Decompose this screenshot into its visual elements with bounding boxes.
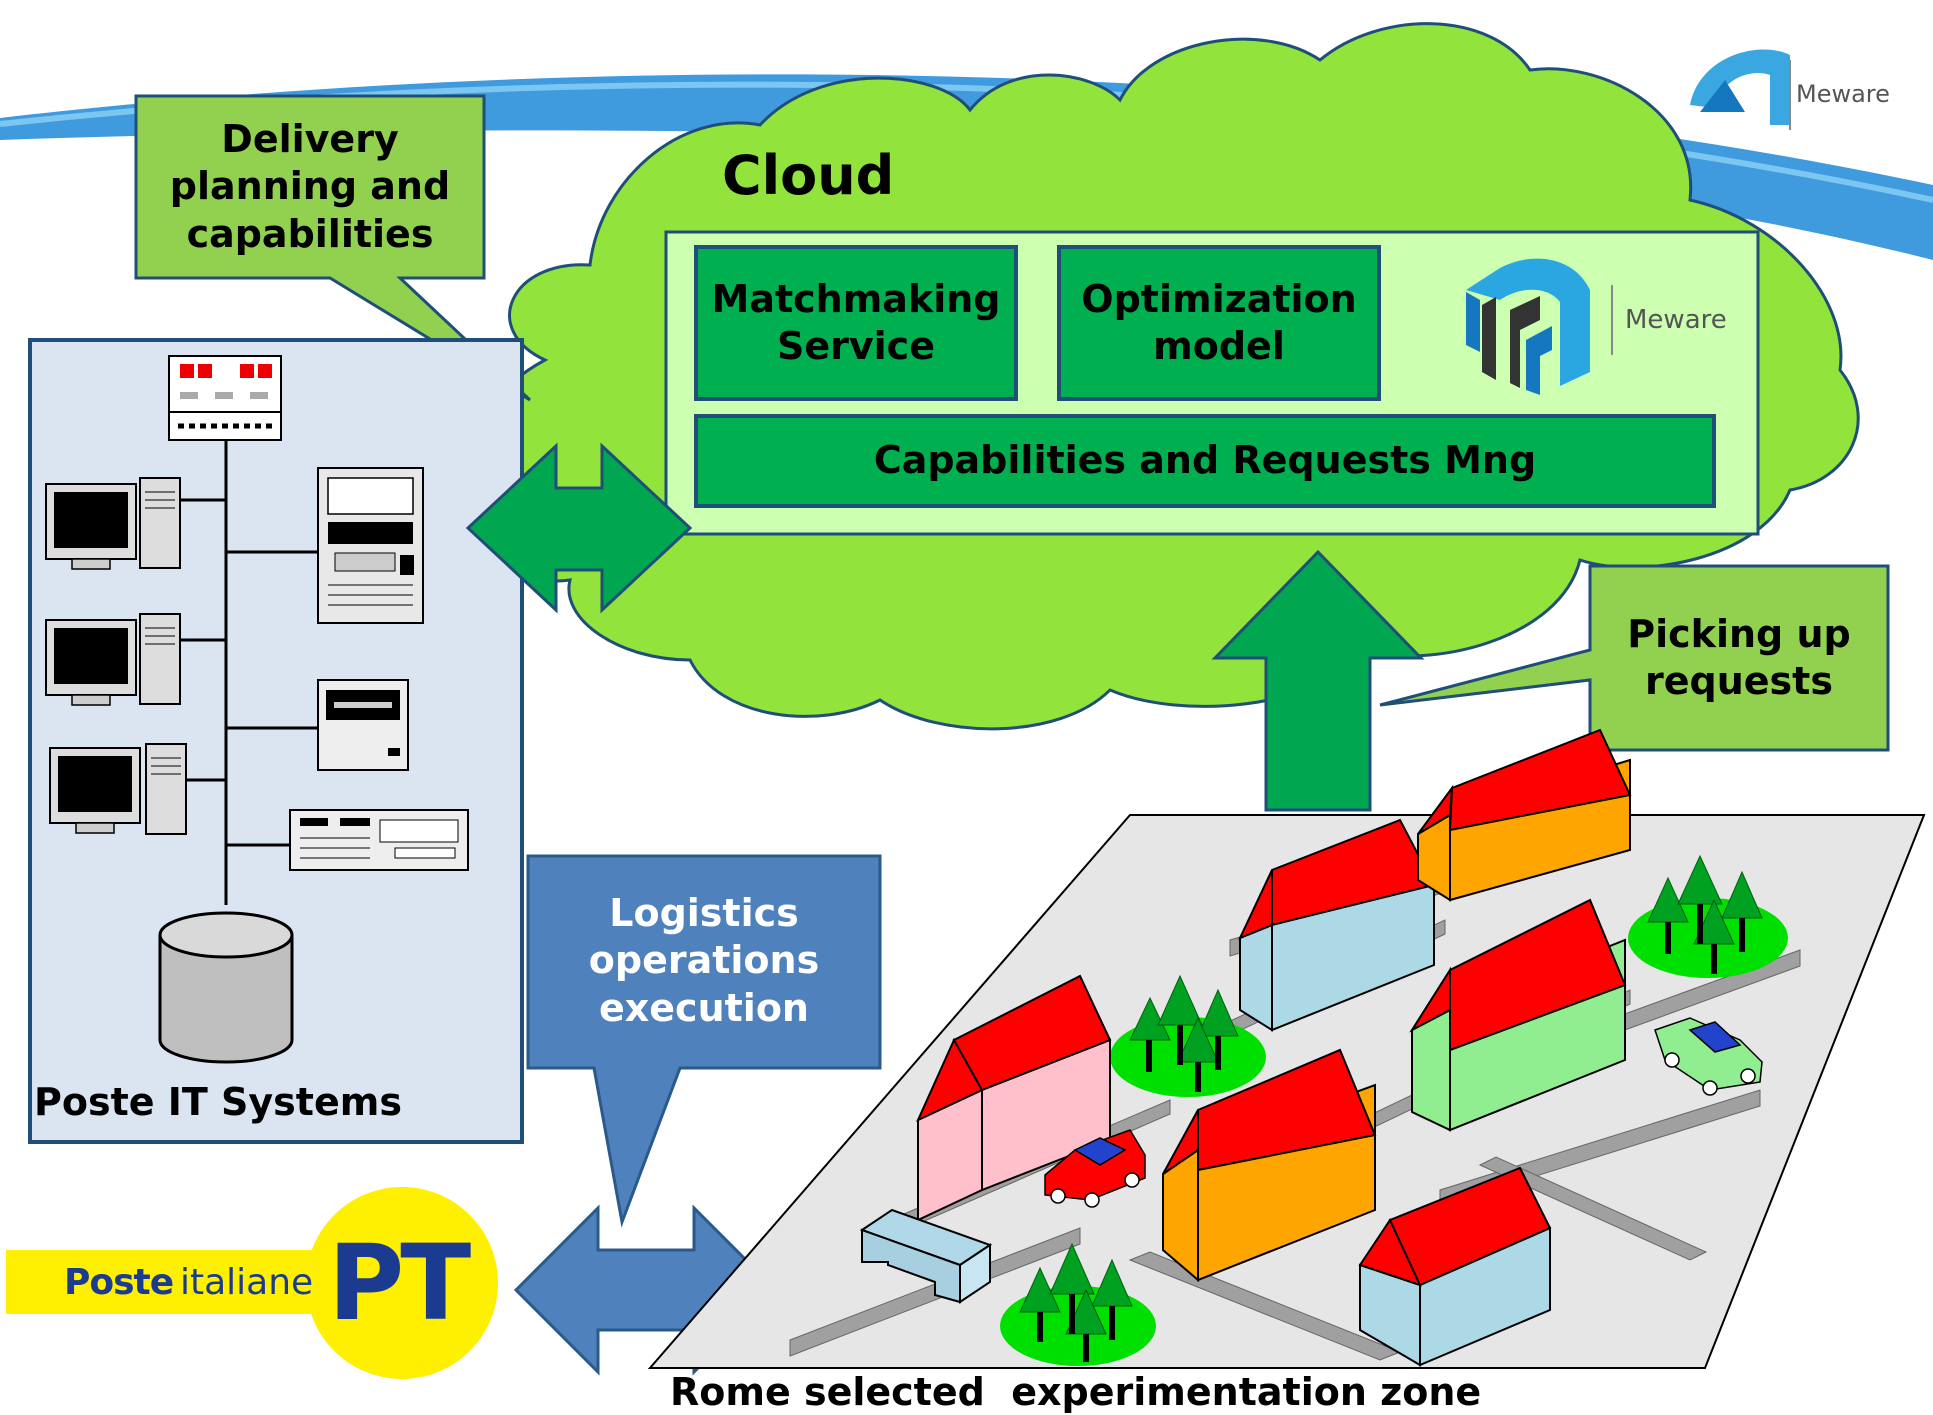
matchmaking-box [694,245,1018,401]
poste-pt-mark: PT [328,1222,471,1344]
car-red [1044,1129,1146,1208]
it-cloud-double-arrow [465,442,693,614]
workstation-icon [45,477,181,570]
picking-callout: Picking up requests [1592,570,1886,746]
storage-unit-icon [289,809,469,871]
optimization-box [1057,245,1381,401]
zone-caption: Rome selected experimentation zone [670,1370,1482,1414]
trees-group [1628,854,1788,978]
picking-callout-label: Picking up requests [1627,611,1851,704]
poste-it-label: Poste IT Systems [34,1080,402,1124]
workstation-icon [45,613,181,706]
matchmaking-label: Matchmaking Service [711,276,1001,369]
meware-logo-cloud [1466,258,1613,395]
database-icon [158,911,294,1064]
meware-cloud-wordmark: Meware [1625,305,1727,335]
picking-callout-shape [1379,564,1890,752]
mainframe-icon [317,467,424,624]
optimization-label: Optimization model [1081,276,1357,369]
house-orange [1417,728,1632,902]
poste-brand-bold: Poste [64,1262,174,1303]
server-unit-icon [317,679,409,771]
cloud-title: Cloud [722,144,895,207]
poste-italiane-logo [6,1187,498,1379]
optimization-model: Optimization model [1061,249,1377,397]
logistics-callout-shape [526,854,882,1228]
capabilities-requests-mng: Capabilities and Requests Mng [698,418,1712,504]
meware-top-wordmark: Meware [1796,80,1890,108]
logistics-callout-label: Logistics operations execution [588,890,820,1030]
delivery-callout: Delivery planning and capabilities [136,100,484,274]
trees-group [1110,974,1266,1097]
house-green [1409,898,1627,1132]
capabilities-box [694,414,1716,508]
zone-cloud-up-arrow [1211,549,1425,812]
trees-group [1000,1242,1156,1366]
network-hub-icon [168,355,282,441]
house-orange-center [1162,1048,1377,1283]
poste-brand-light: italiane [180,1262,314,1303]
garage [859,1208,993,1304]
logistics-callout: Logistics operations execution [530,866,878,1056]
delivery-callout-label: Delivery planning and capabilities [169,116,451,256]
matchmaking-service: Matchmaking Service [698,249,1014,397]
capabilities-label: Capabilities and Requests Mng [873,438,1537,483]
workstation-icon [49,743,187,835]
house-blue-bottom [1358,1166,1552,1367]
meware-logo-top [1690,49,1791,130]
car-green [1654,1017,1763,1096]
